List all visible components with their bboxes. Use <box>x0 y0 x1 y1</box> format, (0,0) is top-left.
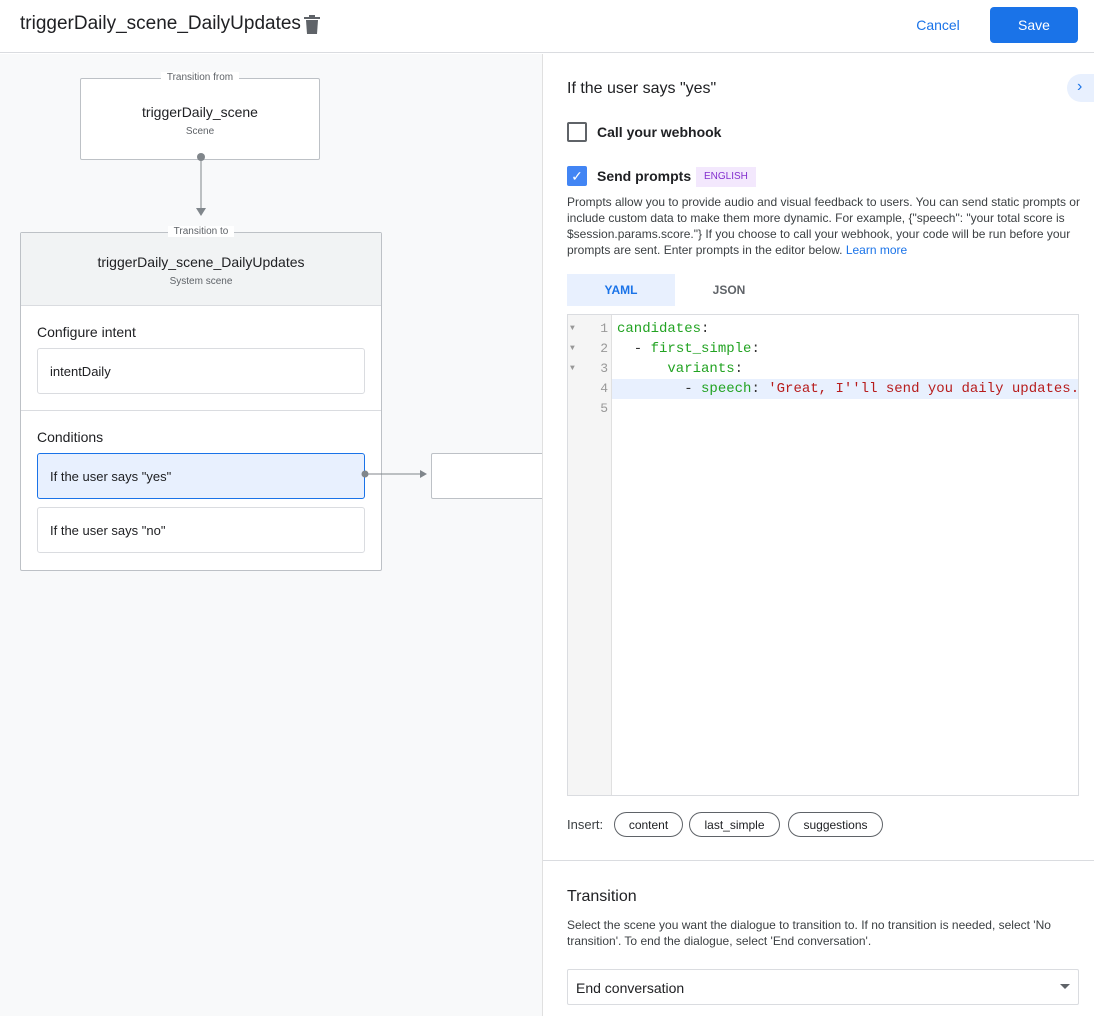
scene-canvas[interactable]: Transition from triggerDaily_scene Scene… <box>0 54 542 1016</box>
condition-connector <box>361 470 427 478</box>
page-title: triggerDaily_scene_DailyUpdates <box>20 13 301 34</box>
code-line: candidates: <box>617 321 710 337</box>
empty-target-card[interactable] <box>431 453 542 499</box>
save-button[interactable]: Save <box>990 7 1078 43</box>
intent-item[interactable]: intentDaily <box>37 348 365 394</box>
collapse-chevron-icon[interactable]: › <box>1067 74 1094 102</box>
insert-chip-content[interactable]: content <box>614 812 683 837</box>
top-bar: triggerDaily_scene_DailyUpdates Cancel S… <box>0 0 1094 53</box>
configure-intent-label: Configure intent <box>37 324 136 340</box>
fold-icon[interactable]: ▼ <box>570 344 575 353</box>
to-scene-type: System scene <box>169 276 233 287</box>
language-badge: ENGLISH <box>696 167 756 187</box>
to-scene-name: triggerDaily_scene_DailyUpdates <box>97 254 305 270</box>
learn-more-link[interactable]: Learn more <box>845 243 908 257</box>
code-line: - speech: 'Great, I''ll send you daily u… <box>617 381 1078 397</box>
line-number: 5 <box>600 401 608 416</box>
fold-icon[interactable]: ▼ <box>570 324 575 333</box>
fold-icon[interactable]: ▼ <box>570 364 575 373</box>
line-number: 4 <box>600 381 608 396</box>
description-text: Prompts allow you to provide audio and v… <box>567 195 1080 257</box>
webhook-checkbox[interactable] <box>567 122 587 142</box>
insert-label: Insert: <box>567 817 604 832</box>
webhook-label: Call your webhook <box>597 124 722 140</box>
condition-no[interactable]: If the user says "no" <box>37 507 365 553</box>
transition-to-legend: Transition to <box>167 226 235 237</box>
transition-to-card: Transition to triggerDaily_scene_DailyUp… <box>20 226 382 571</box>
cancel-button[interactable]: Cancel <box>900 8 976 42</box>
panel-title: If the user says "yes" <box>567 80 717 97</box>
code-line: variants: <box>617 361 744 377</box>
condition-yes[interactable]: If the user says "yes" <box>37 453 365 499</box>
code-editor[interactable]: ▼ 1 ▼ 2 ▼ 3 4 5 candidates: - first_simple:… <box>567 314 1079 796</box>
scene-header[interactable]: triggerDaily_scene_DailyUpdates System s… <box>21 233 381 306</box>
prompts-label: Send prompts <box>597 168 692 184</box>
condition-panel: › If the user says "yes" Call your webho… <box>542 54 1094 1016</box>
transition-from-card[interactable]: Transition from triggerDaily_scene Scene <box>80 72 320 160</box>
line-number: 3 <box>600 361 608 376</box>
insert-chip-suggestions[interactable]: suggestions <box>788 812 883 837</box>
line-number: 1 <box>600 321 608 336</box>
dropdown-arrow-icon <box>1060 984 1070 994</box>
transition-description: Select the scene you want the dialogue t… <box>567 918 1051 948</box>
connector-arrow <box>196 153 206 216</box>
editor-gutter <box>568 315 612 795</box>
prompts-checkbox[interactable]: ✓ <box>567 166 587 186</box>
transition-title: Transition <box>567 888 637 905</box>
trash-icon[interactable] <box>304 15 320 34</box>
from-scene-name: triggerDaily_scene <box>142 104 258 120</box>
code-line: - first_simple: <box>617 341 760 357</box>
tab-yaml[interactable]: YAML <box>567 274 675 306</box>
transition-value: End conversation <box>576 980 685 996</box>
transition-select[interactable]: End conversation <box>567 969 1079 1005</box>
insert-chip-last-simple[interactable]: last_simple <box>689 812 780 837</box>
line-number: 2 <box>600 341 608 356</box>
from-scene-type: Scene <box>185 126 215 137</box>
conditions-label: Conditions <box>37 429 104 445</box>
transition-from-legend: Transition from <box>160 72 240 83</box>
tab-json[interactable]: JSON <box>712 283 746 297</box>
prompts-description: Prompts allow you to provide audio and v… <box>567 194 1082 258</box>
